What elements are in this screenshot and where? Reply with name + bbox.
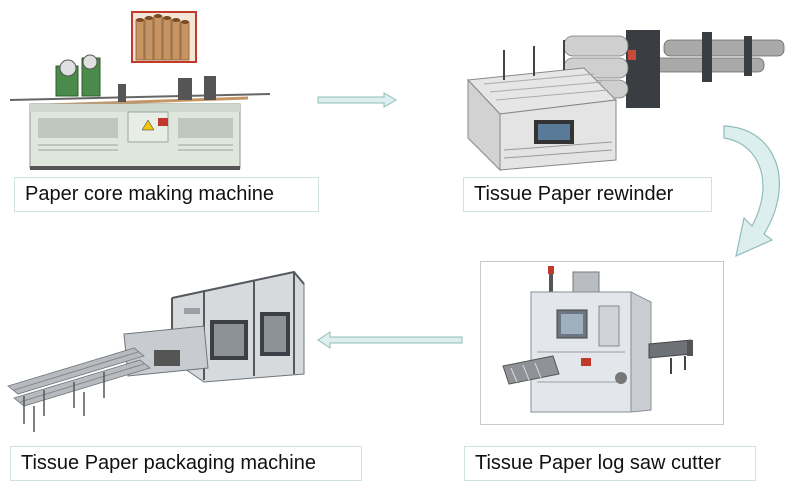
step-label-text: Tissue Paper rewinder	[474, 183, 674, 205]
paper-core-machine-image	[8, 10, 273, 175]
tissue-rewinder-image	[464, 10, 794, 175]
arrow-left-icon	[316, 331, 464, 349]
step-label-text: Paper core making machine	[25, 183, 275, 205]
step-label-text: Tissue Paper log saw cutter	[475, 452, 722, 474]
paper-core-inset	[131, 11, 197, 63]
step-label-packaging: Tissue Paper packaging machine	[10, 446, 362, 481]
log-saw-cutter-image	[480, 261, 724, 425]
step-label-paper-core: Paper core making machine	[14, 177, 319, 212]
curved-arrow-down-icon	[718, 122, 792, 264]
arrow-right-icon	[316, 92, 398, 108]
step-label-rewinder: Tissue Paper rewinder	[463, 177, 712, 212]
packaging-machine-image	[4, 264, 314, 436]
step-label-text: Tissue Paper packaging machine	[21, 452, 316, 474]
step-label-log-saw: Tissue Paper log saw cutter	[464, 446, 756, 481]
